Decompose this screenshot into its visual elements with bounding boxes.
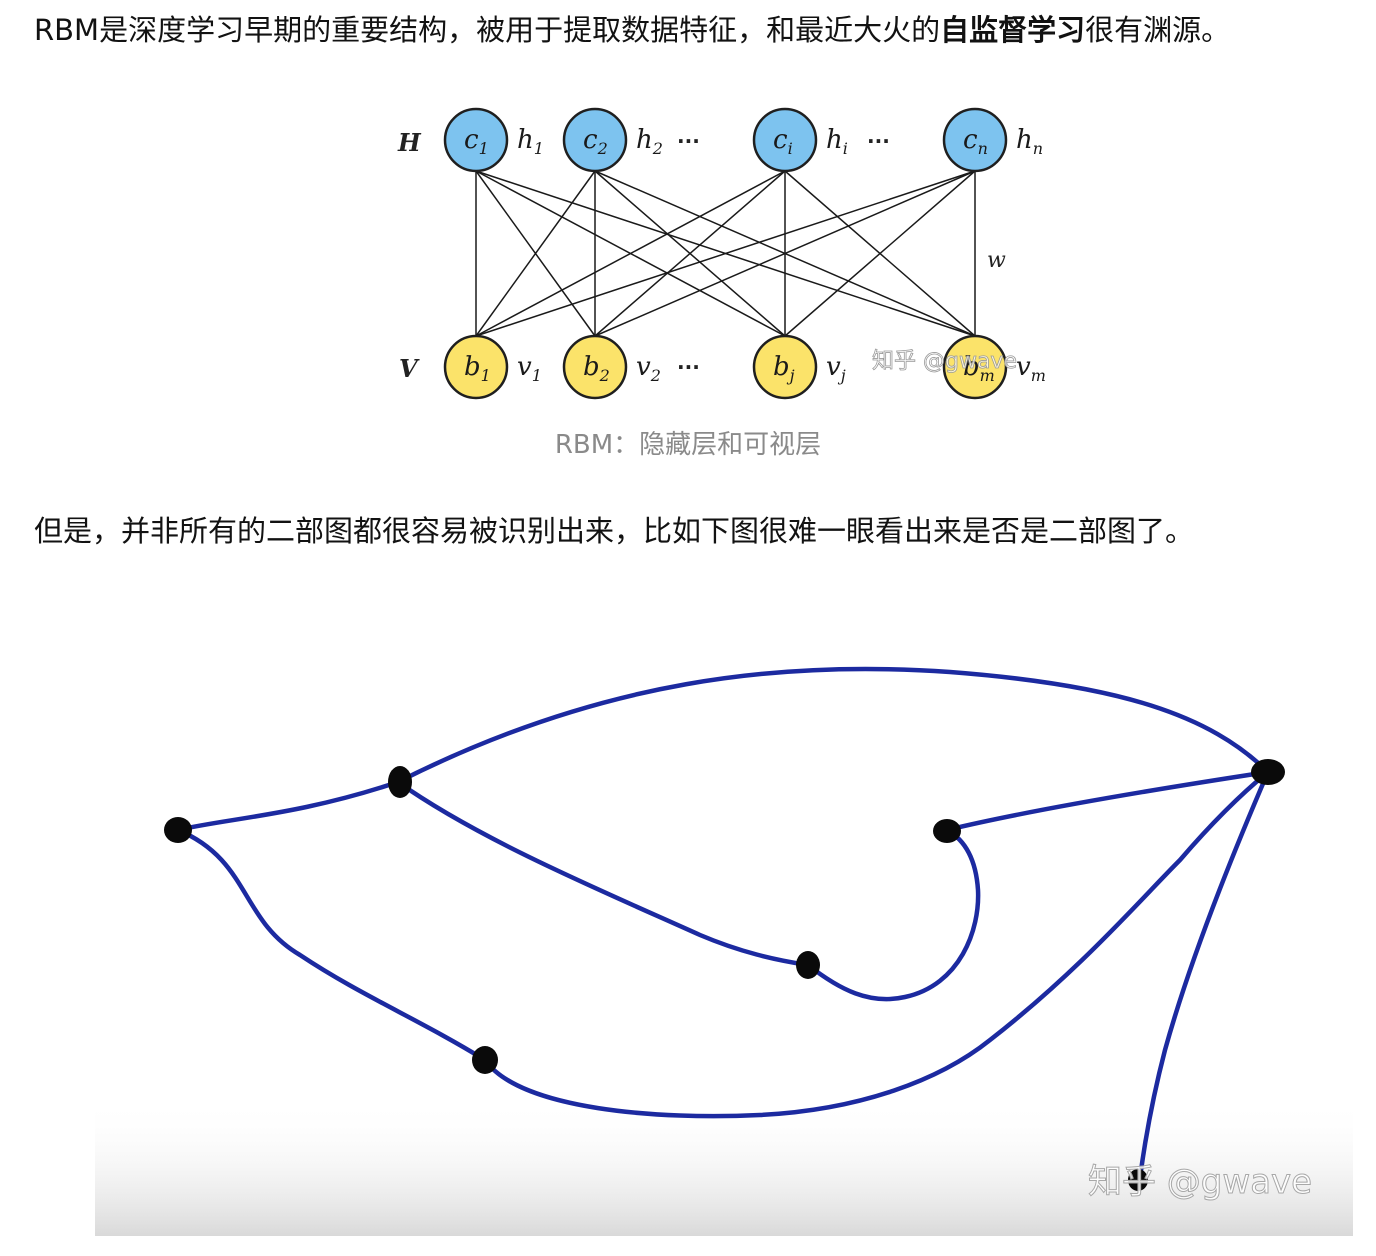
visible-node-label: bm xyxy=(963,352,995,385)
layer-h-label: H xyxy=(397,128,422,157)
visible-unit-label: vm xyxy=(1016,352,1046,385)
visible-node-2: b2 v2 xyxy=(562,334,661,400)
rbm-edge xyxy=(475,170,786,337)
rbm-edge xyxy=(475,170,976,337)
graph-edges xyxy=(175,666,1271,1181)
hidden-unit-label: h2 xyxy=(636,125,663,158)
rbm-weight-edges xyxy=(475,170,976,337)
intro-text-2: 很有渊源。 xyxy=(1085,13,1231,47)
graph-vertex xyxy=(388,766,412,798)
graph-figure: 知乎 @gwave xyxy=(95,600,1353,1236)
hidden-unit-label: h1 xyxy=(517,125,544,158)
visible-unit-label: v1 xyxy=(517,352,542,385)
visible-node-label: bj xyxy=(773,352,795,385)
rbm-edge xyxy=(594,170,786,337)
rbm-watermark: 知乎 @gwave xyxy=(872,349,1017,374)
weight-label: w xyxy=(987,248,1006,273)
graph-vertex xyxy=(1128,1169,1148,1191)
hidden-unit-label: hi xyxy=(826,125,848,158)
graph-edge xyxy=(944,769,1271,833)
intro-paragraph: RBM是深度学习早期的重要结构，被用于提取数据特征，和最近大火的自监督学习很有渊… xyxy=(34,10,1366,50)
second-paragraph: 但是，并非所有的二部图都很容易被识别出来，比如下图很难一眼看出来是否是二部图了。 xyxy=(34,514,1195,548)
graph-edge xyxy=(805,827,981,1002)
graph-vertices xyxy=(164,759,1285,1191)
graph-edge xyxy=(395,779,811,968)
visible-node-label: b2 xyxy=(583,352,610,385)
intro-text-1: RBM是深度学习早期的重要结构，被用于提取数据特征，和最近大火的 xyxy=(34,13,941,47)
rbm-edge xyxy=(784,170,976,337)
visible-unit-label: vj xyxy=(826,352,846,385)
hidden-dots-1: ··· xyxy=(677,129,700,153)
graph-edge xyxy=(175,827,488,1063)
graph-edge xyxy=(1137,769,1271,1181)
rbm-edge xyxy=(475,170,596,337)
graph-edge xyxy=(175,779,401,833)
hand-drawn-graph: 知乎 @gwave xyxy=(95,666,1353,1236)
graph-vertex xyxy=(1251,759,1285,785)
hidden-dots-2: ··· xyxy=(867,129,890,153)
rbm-edge xyxy=(594,170,976,337)
graph-vertex xyxy=(164,817,192,843)
visible-unit-label: v2 xyxy=(636,352,661,385)
visible-dots-1: ··· xyxy=(677,355,700,379)
hidden-unit-label: hn xyxy=(1016,125,1043,158)
graph-vertex xyxy=(933,819,961,843)
graph-edge xyxy=(395,666,1271,785)
graph-edge xyxy=(482,769,1271,1119)
rbm-caption: RBM：隐藏层和可视层 xyxy=(554,430,822,460)
graph-vertex xyxy=(796,951,820,979)
layer-v-label: V xyxy=(399,354,420,383)
graph-watermark: 知乎 @gwave xyxy=(1088,1162,1312,1202)
graph-vertex xyxy=(472,1046,498,1074)
intro-bold-term: 自监督学习 xyxy=(940,13,1086,47)
